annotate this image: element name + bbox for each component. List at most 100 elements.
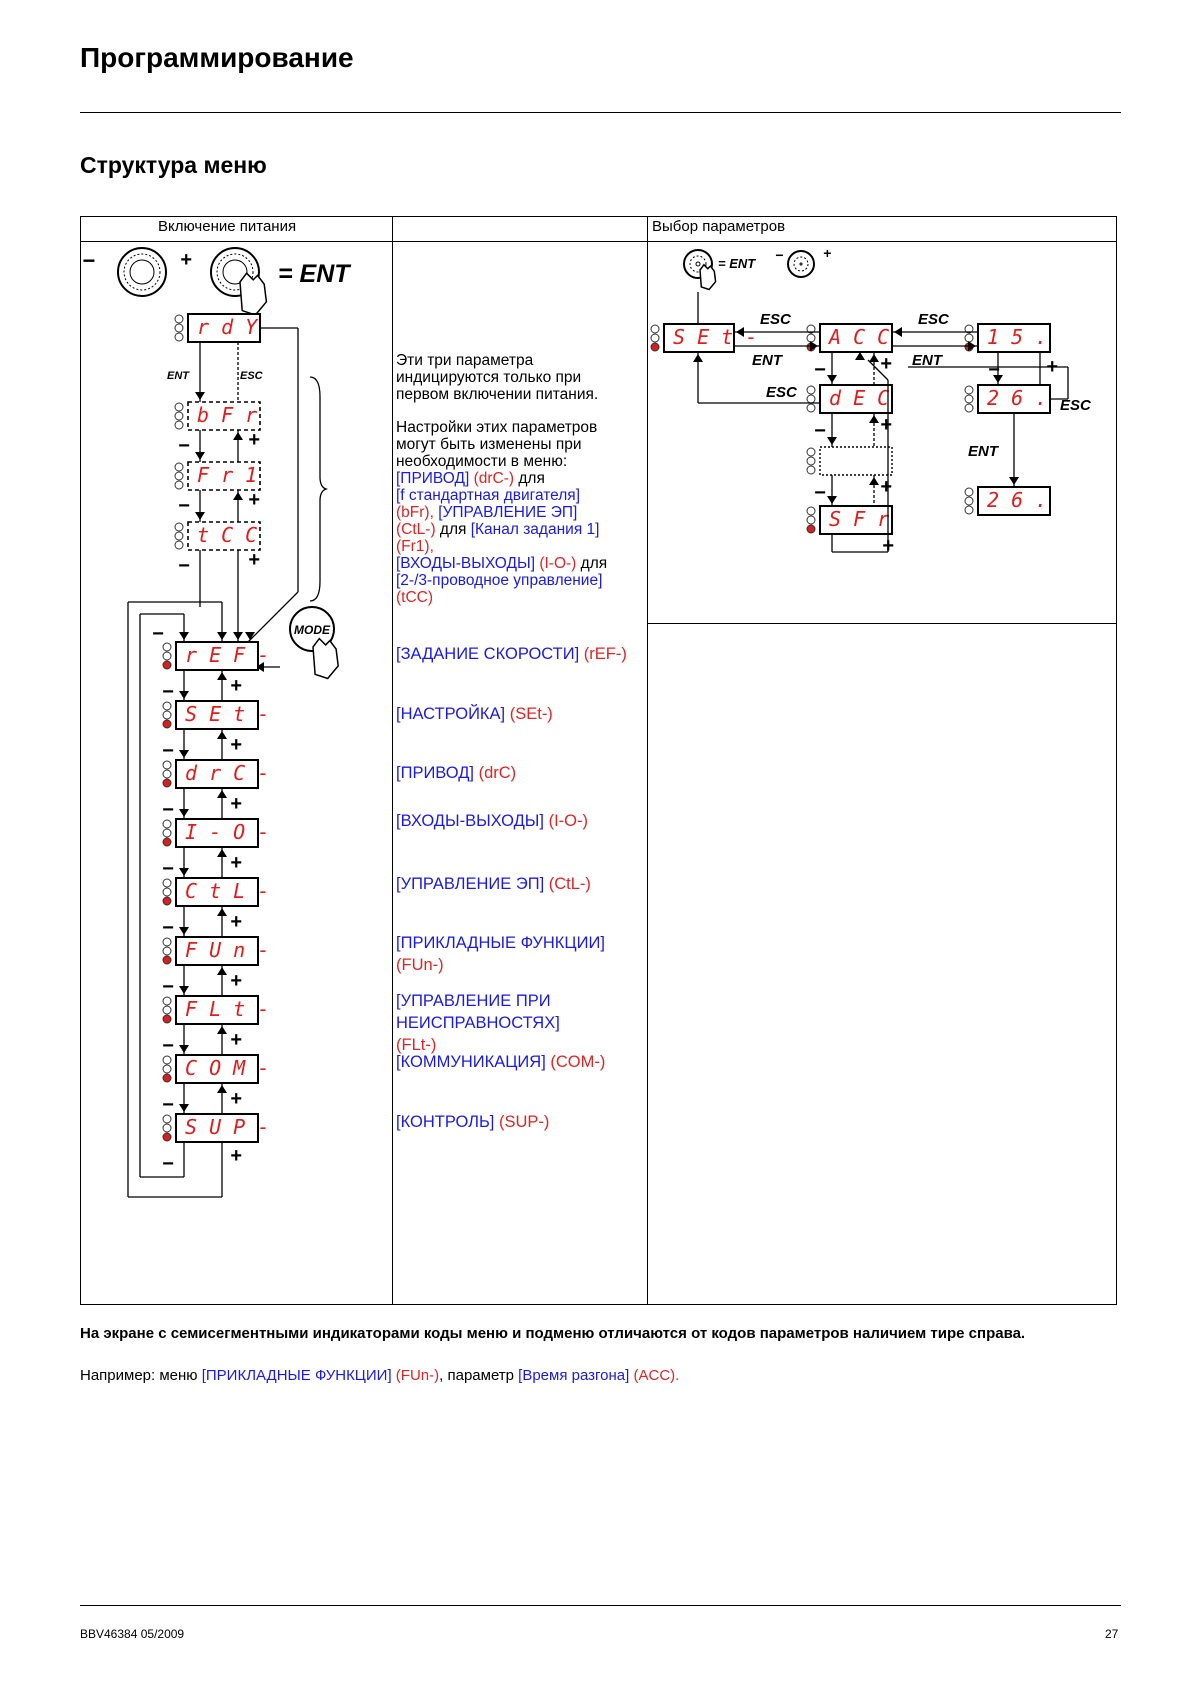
status-led bbox=[174, 411, 184, 421]
plus-minus-sign: − bbox=[814, 359, 826, 381]
text-run: могут быть изменены при bbox=[396, 436, 582, 453]
status-led bbox=[174, 540, 184, 550]
status-led bbox=[174, 471, 184, 481]
adjust-note-line: (CtL-) для [Канал задания 1] bbox=[396, 521, 641, 538]
seven-segment-display bbox=[977, 486, 1051, 516]
ent-label: ENT bbox=[912, 352, 944, 369]
status-led bbox=[162, 1014, 172, 1024]
arrow-head bbox=[179, 1045, 189, 1053]
adjust-note-line: (bFr), [УПРАВЛЕНИЕ ЭП] bbox=[396, 504, 641, 521]
status-led bbox=[162, 710, 172, 720]
status-led bbox=[174, 314, 184, 324]
plus-minus-sign: − bbox=[162, 1094, 174, 1116]
status-led bbox=[162, 719, 172, 729]
arrow-head bbox=[217, 908, 227, 916]
status-led bbox=[162, 642, 172, 652]
text-run: [2-/3-проводное управление] bbox=[396, 572, 603, 589]
text-run: Например: меню bbox=[80, 1367, 202, 1384]
arrow-head bbox=[217, 790, 227, 798]
plus-minus-sign: − bbox=[814, 420, 826, 442]
arrow-head bbox=[968, 341, 976, 351]
arrow-head bbox=[217, 849, 227, 857]
menu-label: [ВХОДЫ-ВЫХОДЫ] (I-O-) bbox=[396, 810, 641, 832]
status-led bbox=[174, 462, 184, 472]
arrow-head bbox=[233, 432, 243, 440]
status-led bbox=[964, 487, 974, 497]
text-run: [Канал задания 1] bbox=[470, 521, 600, 538]
menu-label: [УПРАВЛЕНИЕ ПРИ НЕИСПРАВНОСТЯХ] (FLt-) bbox=[396, 990, 596, 1056]
text-run: [ПРИВОД] bbox=[396, 470, 470, 487]
status-led bbox=[162, 996, 172, 1006]
arrow-head bbox=[179, 1104, 189, 1112]
text-run: для bbox=[514, 470, 545, 487]
seven-segment-display bbox=[175, 1054, 259, 1084]
text-run: (I-O-) bbox=[535, 555, 577, 572]
minus-small-sign: − bbox=[775, 247, 783, 263]
brace-shape bbox=[309, 376, 329, 602]
status-led bbox=[162, 955, 172, 965]
menu-label: [ПРИВОД] (drC) bbox=[396, 762, 641, 784]
status-led bbox=[806, 515, 816, 525]
status-led bbox=[162, 1055, 172, 1065]
menu-name: [ПРИВОД] bbox=[396, 764, 474, 782]
plus-minus-sign: − bbox=[162, 740, 174, 762]
seven-segment-display bbox=[175, 759, 259, 789]
plus-minus-sign: − bbox=[178, 495, 190, 517]
note-bold: На экране с семисегментными индикаторами… bbox=[80, 1325, 1026, 1342]
menu-label: [НАСТРОЙКА] (SEt-) bbox=[396, 703, 641, 725]
plus-minus-sign: + bbox=[230, 911, 242, 933]
arrow-head bbox=[736, 327, 744, 337]
status-led bbox=[806, 456, 816, 466]
plus-minus-sign: + bbox=[230, 852, 242, 874]
display-code: 1 5 . bbox=[987, 325, 1047, 349]
arrow-head bbox=[195, 452, 205, 460]
menu-code: (SEt-) bbox=[505, 705, 553, 723]
menu-label: [КОММУНИКАЦИЯ] (COM-) bbox=[396, 1051, 641, 1073]
status-led bbox=[806, 447, 816, 457]
adjust-note-line: (tCC) bbox=[396, 589, 641, 606]
press-hand-icon bbox=[239, 272, 268, 316]
status-led bbox=[174, 420, 184, 430]
seven-segment-display bbox=[175, 641, 259, 671]
adjust-note-line: [ПРИВОД] (drC-) для bbox=[396, 470, 641, 487]
arrow-head bbox=[217, 672, 227, 680]
col3-header: Выбор параметров bbox=[652, 218, 786, 235]
text-run: (FUn-) bbox=[391, 1367, 440, 1384]
status-led bbox=[964, 403, 974, 413]
status-led bbox=[162, 837, 172, 847]
menu-name: [ВХОДЫ-ВЫХОДЫ] bbox=[396, 812, 544, 830]
adjust-note-line: [f стандартная двигателя] bbox=[396, 487, 641, 504]
jog-dial-center bbox=[799, 262, 803, 266]
display-code: F L t - bbox=[185, 997, 269, 1021]
section-title: Структура меню bbox=[80, 152, 267, 178]
seven-segment-display bbox=[175, 1113, 259, 1143]
arrow-head bbox=[217, 967, 227, 975]
status-led bbox=[162, 896, 172, 906]
status-led bbox=[162, 701, 172, 711]
status-led bbox=[162, 778, 172, 788]
display-code: S U P - bbox=[185, 1115, 269, 1139]
arrow-head bbox=[217, 731, 227, 739]
plus-minus-sign: + bbox=[230, 970, 242, 992]
menu-code: (drC) bbox=[474, 764, 517, 782]
menu-code: (COM-) bbox=[545, 1053, 606, 1071]
text-run: [ПРИКЛАДНЫЕ ФУНКЦИИ] bbox=[201, 1367, 392, 1384]
status-led bbox=[806, 385, 816, 395]
display-code: d E C bbox=[829, 386, 889, 410]
footer-page-number: 27 bbox=[1105, 1627, 1119, 1641]
menu-code: (rEF-) bbox=[579, 645, 627, 663]
status-led bbox=[806, 324, 816, 334]
status-led bbox=[964, 496, 974, 506]
seven-segment-display bbox=[977, 384, 1051, 414]
note-example: Например: меню [ПРИКЛАДНЫЕ ФУНКЦИИ] (FUn… bbox=[80, 1365, 1120, 1386]
seven-segment-display bbox=[819, 505, 893, 535]
menu-code: (FLt-) bbox=[396, 1036, 437, 1054]
footer-rule bbox=[80, 1605, 1121, 1606]
plus-minus-sign: − bbox=[162, 1153, 174, 1175]
hidden-parameter-box bbox=[819, 446, 893, 476]
jog-dial-ring bbox=[689, 255, 707, 273]
plus-minus-sign: − bbox=[162, 799, 174, 821]
status-led bbox=[964, 385, 974, 395]
menu-structure-table bbox=[80, 216, 1117, 1305]
arrow-head bbox=[179, 868, 189, 876]
